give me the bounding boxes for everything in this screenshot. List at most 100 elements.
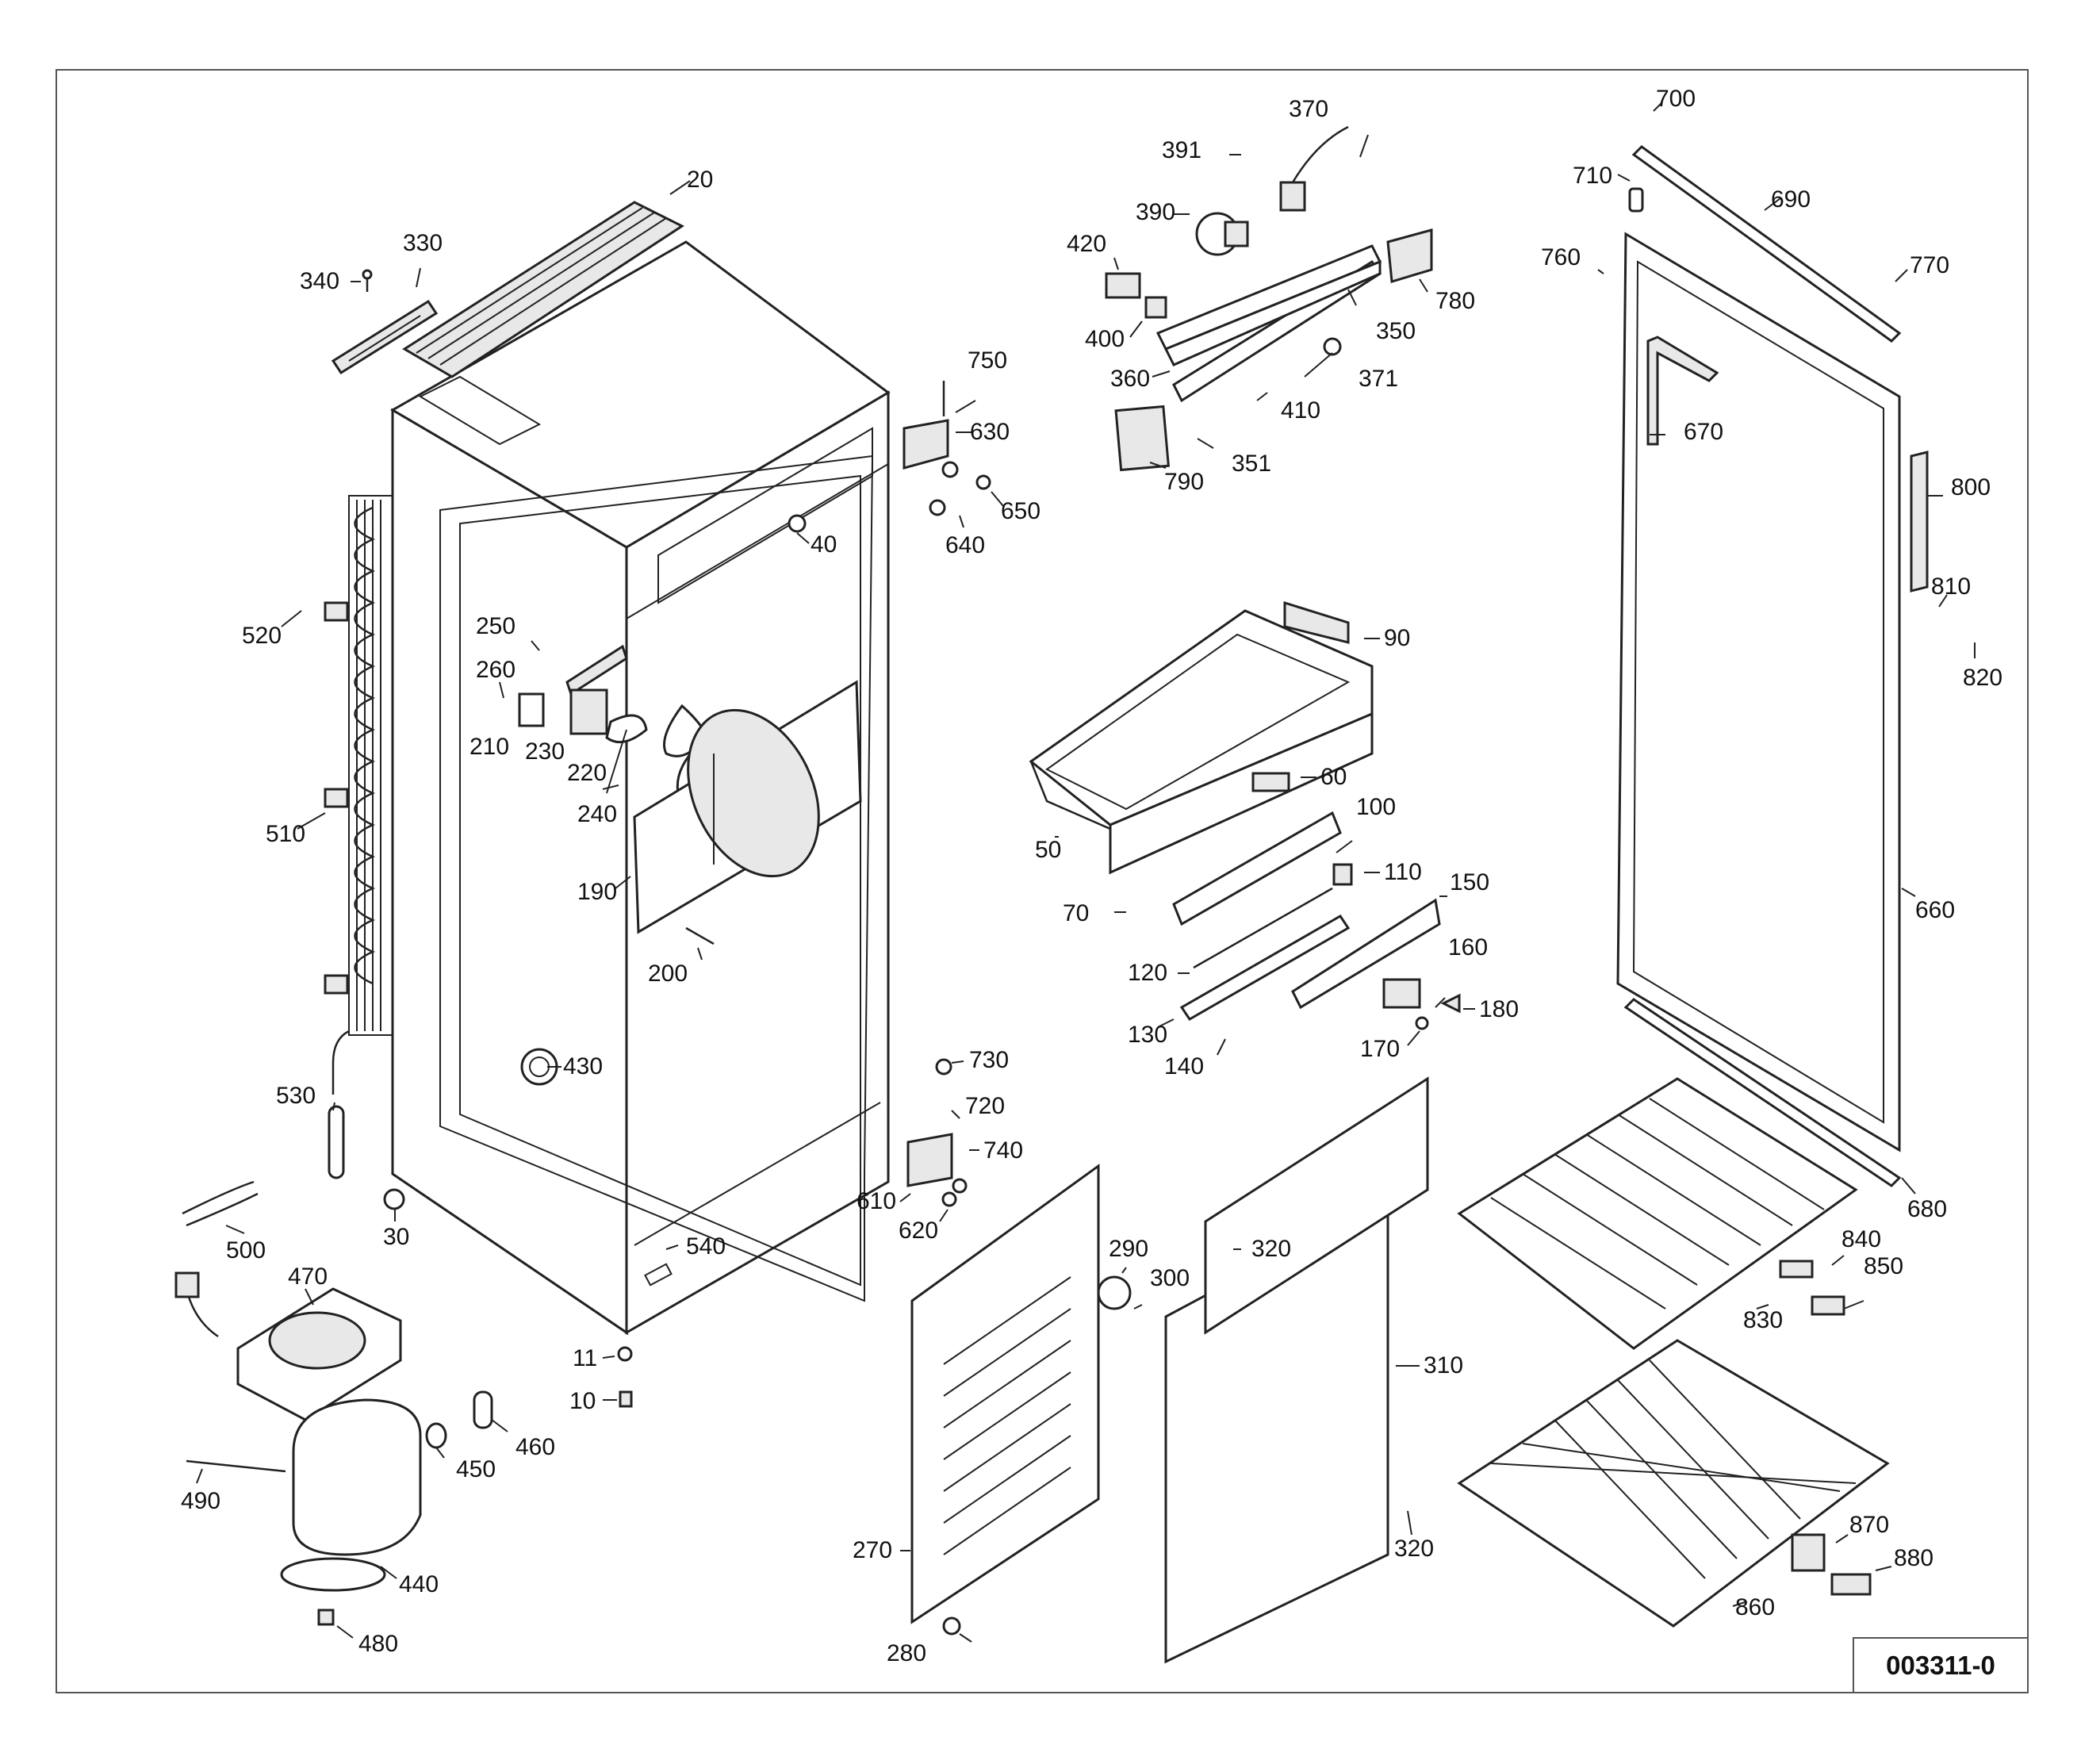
part-label-450: 450 [456, 1456, 496, 1482]
screw-200 [685, 926, 715, 945]
part-label-840: 840 [1841, 1226, 1882, 1252]
part-label-490: 490 [181, 1488, 221, 1514]
part-label-540: 540 [686, 1233, 726, 1260]
part-label-320a: 320 [1251, 1236, 1292, 1262]
nut-11 [617, 1346, 633, 1362]
part-label-200: 200 [648, 961, 688, 987]
door-rail-690 [1631, 145, 1902, 343]
screws-640-650 [929, 461, 991, 516]
part-label-720: 720 [965, 1093, 1006, 1119]
part-label-520: 520 [242, 623, 282, 649]
part-label-690: 690 [1771, 186, 1811, 213]
drawing-number: 003311-0 [1886, 1650, 1995, 1680]
part-label-290: 290 [1109, 1236, 1149, 1262]
part-label-790: 790 [1164, 469, 1205, 495]
part-label-880: 880 [1894, 1545, 1934, 1571]
part-label-660: 660 [1915, 897, 1956, 923]
part-180 [1440, 993, 1461, 1014]
part-label-850: 850 [1864, 1253, 1904, 1279]
compressor-440 [186, 1398, 422, 1592]
shelf-860 [1457, 1339, 1890, 1628]
door-rail-680 [1623, 998, 1902, 1187]
crisper-drawer-50 [1029, 609, 1374, 875]
door-660 [1616, 232, 1901, 1152]
part-label-750: 750 [968, 347, 1008, 374]
part-label-680: 680 [1907, 1196, 1948, 1222]
part-label-410: 410 [1281, 397, 1321, 424]
part-label-640: 640 [945, 532, 986, 558]
part-label-610: 610 [857, 1188, 897, 1214]
clip-870 [1791, 1533, 1826, 1572]
part-label-350: 350 [1376, 318, 1416, 344]
part-label-170: 170 [1360, 1036, 1401, 1062]
switch-160 [1382, 978, 1421, 1009]
evaporator-270 [910, 1164, 1100, 1636]
handle-800 [1910, 451, 1929, 592]
part-label-210: 210 [469, 734, 510, 760]
part-label-150: 150 [1450, 869, 1490, 895]
part-label-440: 440 [399, 1571, 439, 1597]
part-label-730: 730 [969, 1047, 1010, 1073]
part-label-110: 110 [1384, 859, 1422, 885]
part-label-11: 11 [573, 1345, 598, 1371]
power-cord-500 [174, 1180, 259, 1338]
leader-lines [196, 102, 1976, 1643]
part-label-120: 120 [1128, 960, 1168, 986]
part-label-420: 420 [1067, 231, 1107, 257]
part-label-500: 500 [226, 1237, 266, 1264]
foot-30 [383, 1188, 405, 1210]
part-label-740: 740 [983, 1137, 1024, 1164]
part-label-330: 330 [403, 230, 443, 256]
part-label-370: 370 [1289, 96, 1329, 122]
hinge-630 [903, 419, 949, 470]
part-label-800: 800 [1951, 474, 1991, 500]
part-90 [1283, 600, 1350, 644]
part-label-670: 670 [1684, 419, 1724, 445]
part-371 [1323, 337, 1342, 356]
foot-480 [317, 1609, 335, 1626]
part-label-830: 830 [1743, 1307, 1784, 1333]
part-420 [1105, 272, 1141, 299]
part-label-140: 140 [1164, 1053, 1205, 1079]
part-110 [1332, 863, 1353, 886]
part-label-470: 470 [288, 1264, 328, 1290]
part-label-400: 400 [1085, 326, 1125, 352]
part-label-310: 310 [1424, 1352, 1464, 1379]
part-label-870: 870 [1849, 1512, 1890, 1538]
part-label-60: 60 [1320, 764, 1347, 790]
part-label-620: 620 [899, 1218, 939, 1244]
clip-840 [1779, 1260, 1814, 1279]
top-grille [402, 201, 685, 446]
part-label-650: 650 [1001, 498, 1041, 524]
hinge-610 [906, 1058, 968, 1207]
part-label-760: 760 [1541, 244, 1581, 270]
part-label-480: 480 [358, 1631, 399, 1657]
part-label-70: 70 [1063, 900, 1090, 926]
part-label-320b: 320 [1394, 1536, 1435, 1562]
part-label-40: 40 [811, 531, 837, 558]
part-label-460: 460 [515, 1434, 556, 1460]
part-label-190: 190 [577, 879, 618, 905]
part-150 [1291, 898, 1441, 1010]
part-370 [1279, 125, 1349, 212]
part-450 [425, 1422, 447, 1449]
part-label-810: 810 [1931, 573, 1972, 600]
part-label-250: 250 [476, 613, 516, 639]
box-470 [236, 1287, 402, 1421]
fan-cover-190 [633, 680, 862, 934]
part-label-10: 10 [569, 1388, 596, 1414]
part-label-391: 391 [1162, 137, 1202, 163]
plug-40 [788, 514, 807, 533]
part-label-630: 630 [970, 419, 1010, 445]
part-400 [1144, 296, 1167, 319]
part-label-270: 270 [853, 1537, 893, 1563]
part-label-530: 530 [276, 1083, 316, 1109]
part-790 [1114, 405, 1170, 472]
part-label-90: 90 [1384, 625, 1411, 651]
part-label-300: 300 [1150, 1265, 1190, 1291]
bracket-330 [331, 299, 439, 375]
part-label-360: 360 [1110, 366, 1151, 392]
part-label-710: 710 [1573, 163, 1613, 189]
thermostat-390 [1195, 212, 1249, 256]
part-label-220: 220 [567, 760, 607, 786]
